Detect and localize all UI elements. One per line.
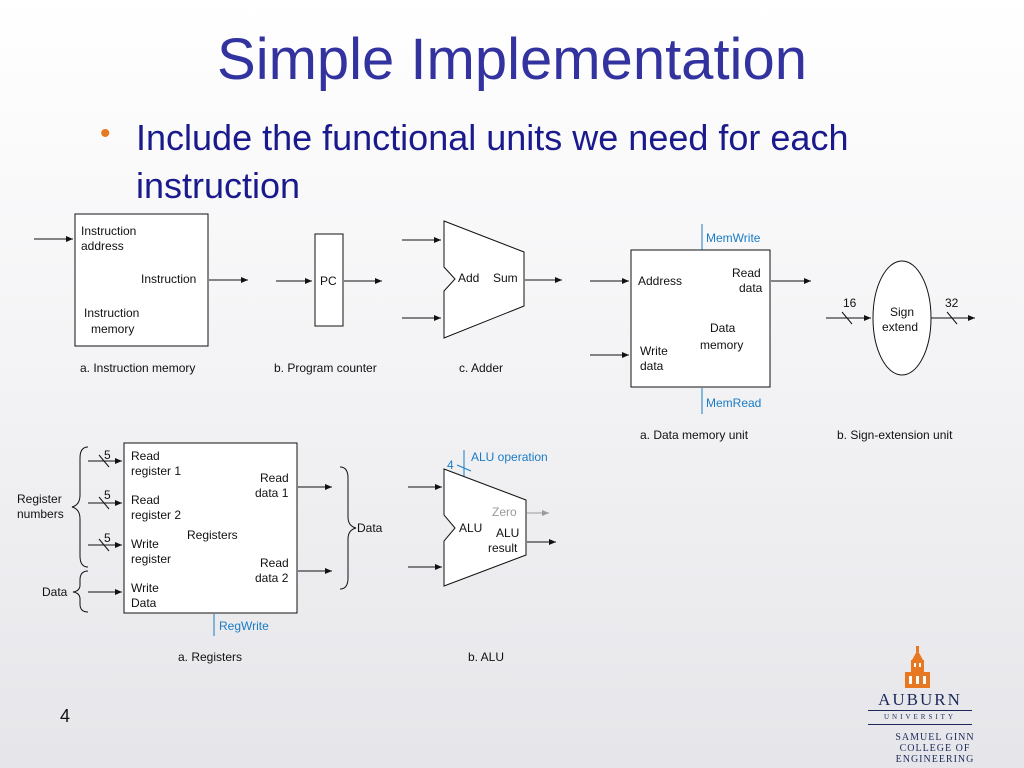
register-file-unit: Register numbers Data 5 5 5 Read registe…	[17, 442, 383, 664]
wd-label: Write	[131, 581, 159, 595]
data-memory-name-2: memory	[700, 338, 743, 352]
instruction-output-label: Instruction	[141, 272, 196, 286]
output-width-slash	[946, 311, 958, 325]
read-data-label: Read	[732, 266, 761, 280]
rr1-label-2: register 1	[131, 464, 181, 478]
sign-extend-unit: 16 Sign extend 32 b. Sign-extension unit	[826, 260, 975, 442]
wd-label-2: Data	[131, 596, 157, 610]
data-memory-box	[630, 249, 771, 388]
alu-caption: b. ALU	[468, 650, 504, 664]
rr2-label: Read	[131, 493, 160, 507]
data-input-group-label: Data	[42, 585, 68, 599]
output-data-brace	[339, 466, 357, 590]
register-numbers-label-2: numbers	[17, 507, 64, 521]
adder-sum-label: Sum	[493, 271, 518, 285]
logo-subtitle: UNIVERSITY	[884, 713, 956, 721]
instruction-memory-name-2: memory	[91, 322, 134, 336]
auburn-logo: AUBURN UNIVERSITY SAMUEL GINN COLLEGE OF…	[860, 644, 1010, 765]
program-counter-unit: PC b. Program counter	[274, 233, 382, 375]
sign-extend-name: Sign	[890, 305, 914, 319]
width-label-3: 5	[104, 531, 111, 545]
alu-unit: 4 ALU operation ALU Zero ALU result b. A…	[408, 450, 556, 664]
address-label: Address	[638, 274, 682, 288]
bullet-text: Include the functional units we need for…	[136, 117, 849, 206]
width-slash-2	[98, 496, 110, 510]
pc-label: PC	[320, 274, 337, 288]
registers-box	[123, 442, 298, 614]
width-slash-3	[98, 538, 110, 552]
instruction-memory-name: Instruction	[84, 306, 139, 320]
tower-icon	[905, 646, 930, 688]
pc-box	[314, 233, 344, 327]
input-width-slash	[841, 311, 853, 325]
output-width-label: 32	[945, 296, 959, 310]
registers-caption: a. Registers	[178, 650, 242, 664]
instruction-address-label: Instruction	[81, 224, 136, 238]
zero-label: Zero	[492, 505, 517, 519]
write-data-label-2: data	[640, 359, 664, 373]
write-data-label: Write	[640, 344, 668, 358]
register-numbers-brace	[71, 446, 89, 568]
alu-result-label-2: result	[488, 541, 518, 555]
input-width-label: 16	[843, 296, 857, 310]
width-label-2: 5	[104, 488, 111, 502]
sign-extend-caption: b. Sign-extension unit	[837, 428, 953, 442]
alu-result-label: ALU	[496, 526, 519, 540]
data-memory-unit: MemWrite Address Read data Data memory W…	[590, 224, 811, 442]
sign-extend-name-2: extend	[882, 320, 918, 334]
registers-name: Registers	[187, 528, 238, 542]
adder-add-label: Add	[458, 271, 479, 285]
rd1-label: Read	[260, 471, 289, 485]
adder-shape	[443, 220, 525, 339]
data-memory-caption: a. Data memory unit	[640, 428, 749, 442]
instruction-memory-box	[74, 213, 209, 347]
width-slash-1	[98, 454, 110, 468]
page-number: 4	[60, 706, 71, 726]
instruction-memory-unit: Instruction address Instruction Instruct…	[34, 213, 248, 375]
memread-label: MemRead	[706, 396, 761, 410]
read-data-label-2: data	[739, 281, 763, 295]
width-label-1: 5	[104, 448, 111, 462]
slide-title: Simple Implementation	[217, 27, 807, 92]
instruction-address-label-2: address	[81, 239, 124, 253]
regwrite-label: RegWrite	[219, 619, 269, 633]
logo-university: AUBURN	[878, 690, 962, 709]
alu-shape	[443, 468, 527, 587]
adder-caption: c. Adder	[459, 361, 503, 375]
bullet-icon: •	[100, 117, 111, 150]
alu-name: ALU	[459, 521, 482, 535]
alu-op-width-label: 4	[447, 458, 454, 472]
rd2-label-2: data 2	[255, 571, 289, 585]
output-data-label: Data	[357, 521, 383, 535]
instruction-memory-caption: a. Instruction memory	[80, 361, 195, 375]
rr1-label: Read	[131, 449, 160, 463]
alu-op-width-slash	[456, 464, 472, 472]
memwrite-label: MemWrite	[706, 231, 761, 245]
wr-label: Write	[131, 537, 159, 551]
rr2-label-2: register 2	[131, 508, 181, 522]
adder-unit: Add Sum c. Adder	[402, 220, 562, 375]
rd1-label-2: data 1	[255, 486, 289, 500]
logo-college-line1: SAMUEL GINN	[895, 732, 975, 743]
alu-op-label: ALU operation	[471, 450, 548, 464]
rd2-label: Read	[260, 556, 289, 570]
data-memory-name: Data	[710, 321, 736, 335]
pc-caption: b. Program counter	[274, 361, 377, 375]
wr-label-2: register	[131, 552, 171, 566]
data-input-brace	[72, 570, 89, 613]
logo-college-line2: COLLEGE OF ENGINEERING	[895, 743, 975, 765]
register-numbers-label: Register	[17, 492, 62, 506]
